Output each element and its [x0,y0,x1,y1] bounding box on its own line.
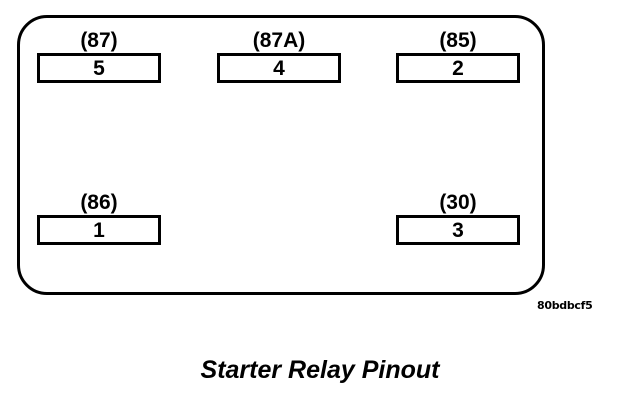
terminal-87a-label: (87A) [252,29,306,52]
terminal-87-box: 5 [37,53,161,83]
terminal-86-box: 1 [37,215,161,245]
figure-reference-code: 80bdbcf5 [537,299,593,312]
terminal-87: (87) 5 [37,29,161,83]
terminal-87-label: (87) [80,29,118,52]
terminal-87a-box: 4 [217,53,341,83]
terminal-86-pin-number: 1 [93,218,105,242]
terminal-87-pin-number: 5 [93,56,105,80]
terminal-85: (85) 2 [396,29,520,83]
terminal-30-box: 3 [396,215,520,245]
terminal-85-box: 2 [396,53,520,83]
terminal-86-label: (86) [80,191,118,214]
terminal-87a: (87A) 4 [217,29,341,83]
diagram-caption: Starter Relay Pinout [200,356,440,384]
terminal-30-label: (30) [439,191,477,214]
terminal-87a-pin-number: 4 [273,56,285,80]
terminal-30: (30) 3 [396,191,520,245]
terminal-85-label: (85) [439,29,477,52]
terminal-30-pin-number: 3 [452,218,464,242]
terminal-85-pin-number: 2 [452,56,464,80]
terminal-86: (86) 1 [37,191,161,245]
